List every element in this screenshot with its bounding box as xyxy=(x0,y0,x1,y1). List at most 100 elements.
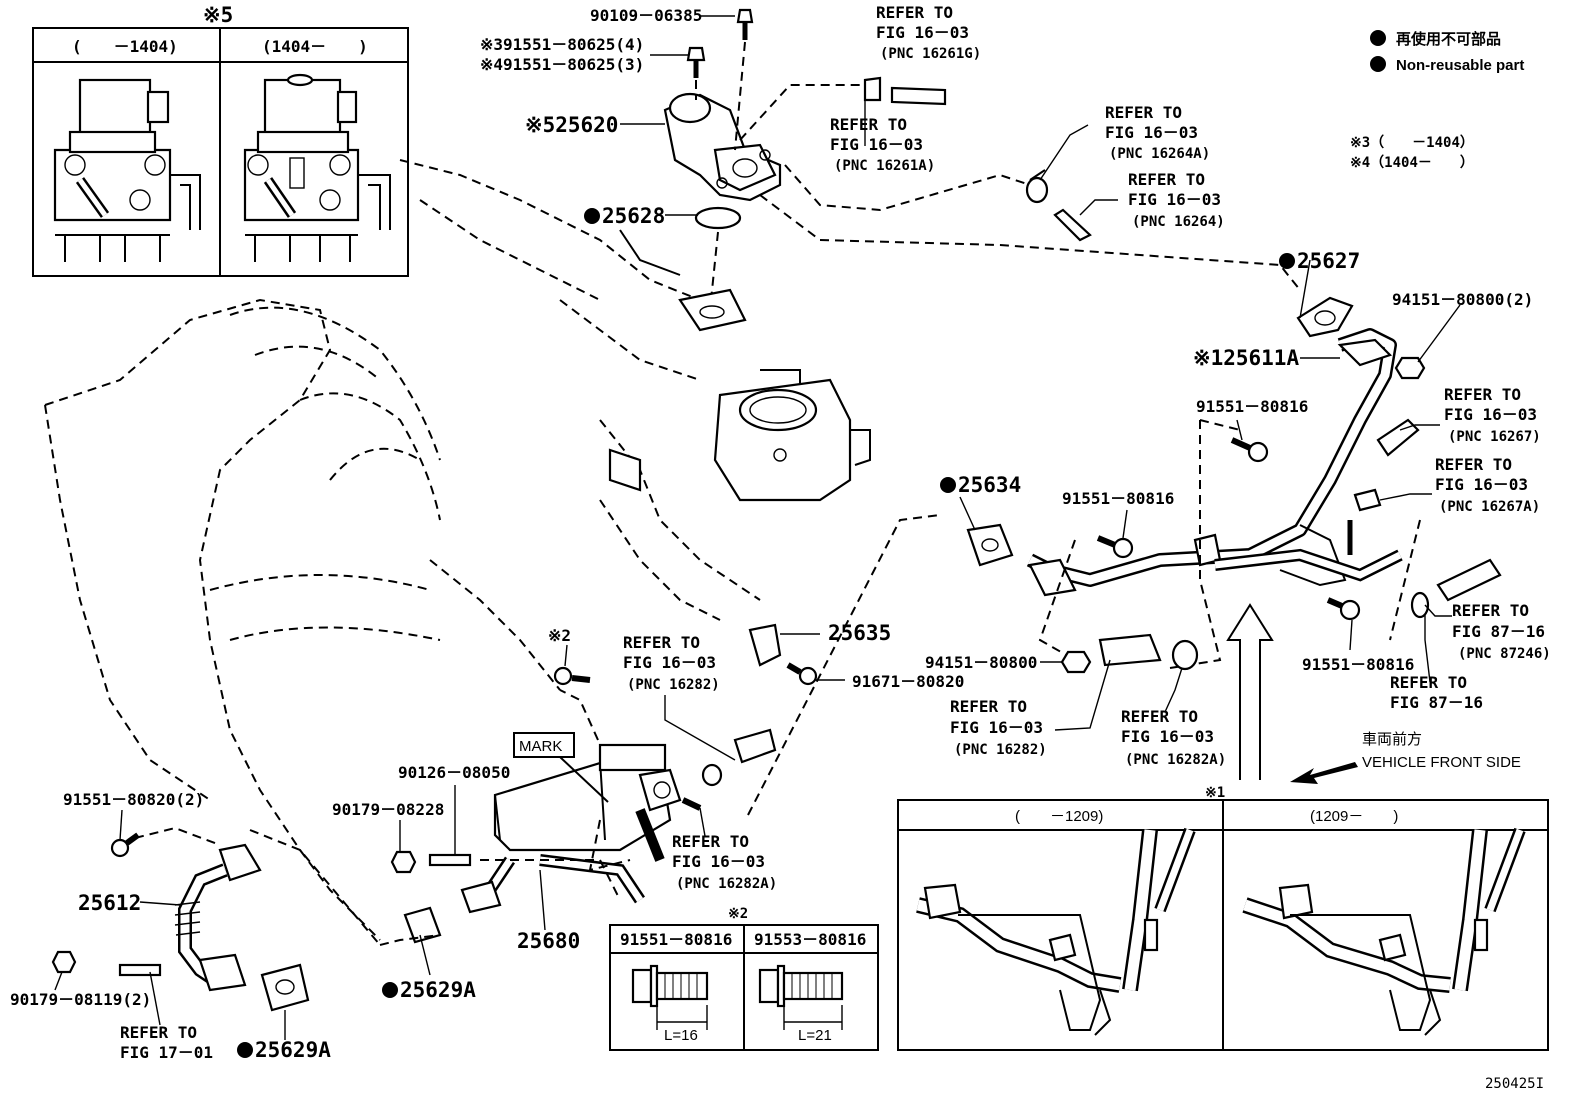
leader-lines xyxy=(54,15,1461,1040)
bolt-91551-80816-c xyxy=(1326,597,1361,621)
vehicle-front-side: 車両前方 VEHICLE FRONT SIDE xyxy=(1290,731,1521,784)
refer-17-01: REFER TO FIG 17－01 xyxy=(120,1023,213,1062)
label-91551-80820-2: 91551－80820(2) xyxy=(63,790,204,809)
clamp-16267A xyxy=(1353,488,1382,512)
svg-text:FIG 16－03: FIG 16－03 xyxy=(1444,405,1537,424)
inset-1-title: ※1 xyxy=(1205,785,1225,801)
svg-text:(PNC 16282A): (PNC 16282A) xyxy=(1125,752,1226,768)
label-91551-80816-c: 91551－80816 xyxy=(1302,655,1414,674)
inset-2-len2: L=21 xyxy=(798,1027,832,1044)
label-25611A: ※125611A xyxy=(1193,346,1299,370)
egr-valve-new-illustration xyxy=(243,73,391,262)
nut-94151-80800 xyxy=(1394,356,1426,380)
gasket-cooler xyxy=(460,880,502,914)
clamp-16282A xyxy=(1171,639,1199,671)
egr-valve-old-illustration xyxy=(53,78,201,262)
inset-5-col2: (1404－ ) xyxy=(262,37,368,56)
pipe-new-illustration xyxy=(1242,827,1526,1036)
bolt-star2 xyxy=(553,666,591,686)
refer-16267: REFER TO FIG 16－03 (PNC 16267) xyxy=(1444,385,1541,445)
label-25628: 25628 xyxy=(602,204,665,228)
clamp-87-16 xyxy=(1410,591,1430,619)
legend-note3: ※3（ －1404） xyxy=(1350,135,1474,151)
svg-text:REFER TO: REFER TO xyxy=(1435,455,1512,474)
label-25634: 25634 xyxy=(958,473,1021,497)
bracket-25635 xyxy=(748,623,782,667)
pipe-old-illustration xyxy=(916,827,1196,1036)
refer-16282-center: REFER TO FIG 16－03 (PNC 16282) xyxy=(623,633,720,693)
svg-text:REFER TO: REFER TO xyxy=(830,115,907,134)
refer-87246: REFER TO FIG 87－16 (PNC 87246) xyxy=(1452,601,1551,662)
vehicle-front-en: VEHICLE FRONT SIDE xyxy=(1362,754,1521,771)
label-94151-80800-2: 94151－80800(2) xyxy=(1392,290,1533,309)
egr-port-flange xyxy=(678,288,747,332)
inset-2-col2: 91553－80816 xyxy=(754,930,866,949)
refer-16282A-center: REFER TO FIG 16－03 (PNC 16282A) xyxy=(672,832,777,892)
non-reusable-bullet-icon xyxy=(1279,253,1295,269)
bolt-91671-80820 xyxy=(786,662,818,686)
svg-text:FIG 16－03: FIG 16－03 xyxy=(672,852,765,871)
svg-text:(PNC 16267A): (PNC 16267A) xyxy=(1439,499,1540,515)
label-25612: 25612 xyxy=(78,891,141,915)
svg-text:(PNC 16282A): (PNC 16282A) xyxy=(676,876,777,892)
non-reusable-bullet-icon xyxy=(237,1042,253,1058)
svg-text:REFER TO: REFER TO xyxy=(876,3,953,22)
svg-text:FIG 16－03: FIG 16－03 xyxy=(1435,475,1528,494)
svg-text:REFER TO: REFER TO xyxy=(1444,385,1521,404)
hose-16282-lower xyxy=(733,728,777,764)
svg-text:REFER TO: REFER TO xyxy=(672,832,749,851)
inset-2-title: ※2 xyxy=(728,906,748,922)
egr-valve-25620 xyxy=(663,92,782,202)
nut-94151-80800-b xyxy=(1060,650,1092,674)
non-reusable-bullet-icon xyxy=(1370,30,1386,46)
svg-text:REFER TO: REFER TO xyxy=(1390,673,1467,692)
non-reusable-bullet-icon xyxy=(382,982,398,998)
hose-87246 xyxy=(1436,558,1502,602)
label-25629A-b: 25629A xyxy=(255,1038,331,1062)
figure-id: 250425I xyxy=(1485,1076,1544,1092)
legend-note4: ※4（1404－ ） xyxy=(1350,155,1474,171)
svg-text:(PNC 16264A): (PNC 16264A) xyxy=(1109,146,1210,162)
svg-text:(PNC 16261G): (PNC 16261G) xyxy=(880,46,981,62)
svg-text:(PNC 16282): (PNC 16282) xyxy=(954,742,1047,758)
label-25620: ※525620 xyxy=(525,113,618,137)
svg-text:REFER TO: REFER TO xyxy=(950,697,1027,716)
svg-text:FIG 17－01: FIG 17－01 xyxy=(120,1043,213,1062)
svg-text:(PNC 87246): (PNC 87246) xyxy=(1458,646,1551,662)
refer-16264A: REFER TO FIG 16－03 (PNC 16264A) xyxy=(1105,103,1210,162)
inset-1-col2: (1209－ ) xyxy=(1310,808,1398,825)
bolt-91551-80816-a xyxy=(1230,437,1269,463)
svg-text:FIG 16－03: FIG 16－03 xyxy=(876,23,969,42)
svg-text:FIG 16－03: FIG 16－03 xyxy=(1121,727,1214,746)
refer-16282A-right: REFER TO FIG 16－03 (PNC 16282A) xyxy=(1121,707,1226,768)
label-25680: 25680 xyxy=(517,929,580,953)
mark-label: MARK xyxy=(519,738,562,755)
bolt-l21-illustration xyxy=(758,964,844,1030)
inset-5-title: ※5 xyxy=(203,3,233,27)
label-90109-06385: 90109－06385 xyxy=(590,6,702,25)
svg-text:REFER TO: REFER TO xyxy=(1121,707,1198,726)
label-90179-08228: 90179－08228 xyxy=(332,800,444,819)
svg-text:FIG 16－03: FIG 16－03 xyxy=(830,135,923,154)
refer-16261A: REFER TO FIG 16－03 (PNC 16261A) xyxy=(830,115,935,174)
hose-16264 xyxy=(1053,208,1092,242)
svg-text:(PNC 16282): (PNC 16282) xyxy=(627,677,720,693)
label-25635: 25635 xyxy=(828,621,891,645)
label-90179-08119-2: 90179－08119(2) xyxy=(10,990,151,1009)
hose-clamp-16264A xyxy=(1025,169,1049,204)
inset-1: ※1 ( －1209) (1209－ ) xyxy=(897,785,1549,1051)
svg-text:FIG 16－03: FIG 16－03 xyxy=(950,718,1043,737)
svg-text:REFER TO: REFER TO xyxy=(1105,103,1182,122)
gasket-25629A-b xyxy=(260,963,310,1012)
nut-90179-08228 xyxy=(390,850,417,874)
svg-text:REFER TO: REFER TO xyxy=(623,633,700,652)
inset-2-len1: L=16 xyxy=(664,1027,698,1044)
gasket-25629A-a xyxy=(403,906,442,944)
legend-non-reusable-en: Non-reusable part xyxy=(1396,57,1524,74)
svg-text:(PNC 16264): (PNC 16264) xyxy=(1132,214,1225,230)
svg-text:REFER TO: REFER TO xyxy=(120,1023,197,1042)
part-labels: 90109－06385 ※391551－80625(4) ※491551－806… xyxy=(10,6,1533,1062)
svg-text:FIG 16－03: FIG 16－03 xyxy=(1105,123,1198,142)
bolt-91551-80816-b xyxy=(1096,535,1134,559)
engine-outline xyxy=(44,159,761,941)
